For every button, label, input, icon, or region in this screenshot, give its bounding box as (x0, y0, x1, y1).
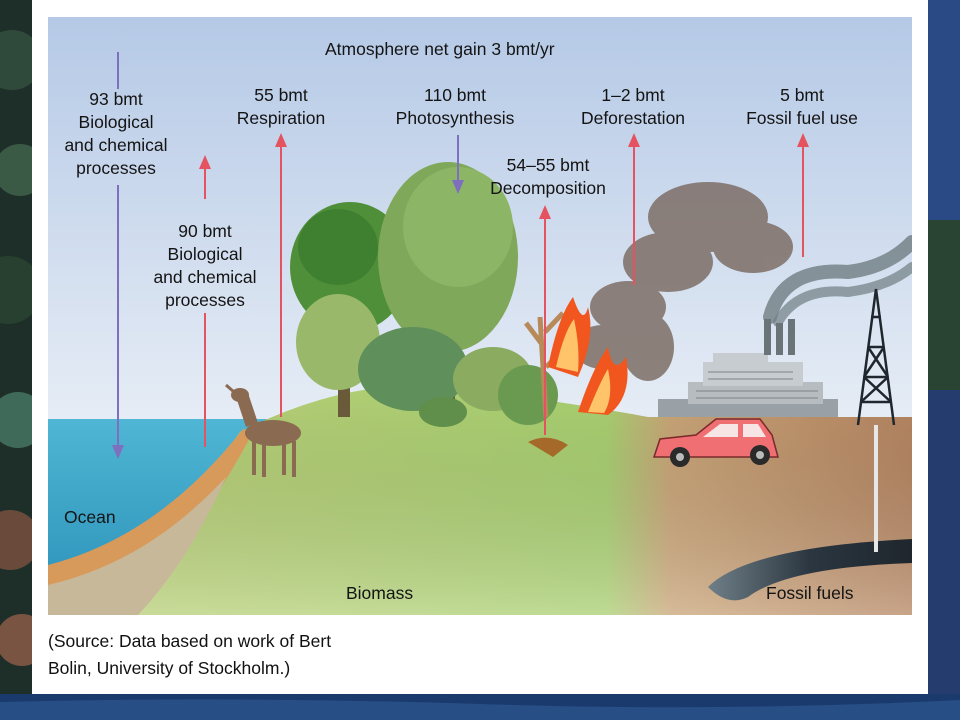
car (652, 418, 779, 467)
carbon-cycle-diagram (48, 17, 912, 615)
fossil-fuel-use-label: 5 bmt Fossil fuel use (746, 85, 858, 128)
factory-smoke (763, 235, 912, 327)
source-line-1: (Source: Data based on work of Bert (48, 631, 332, 651)
atmosphere-label: Atmosphere net gain 3 bmt/yr (325, 39, 555, 59)
oil-derrick (856, 288, 896, 552)
flux-arrows (112, 52, 809, 459)
source-citation: (Source: Data based on work of Bert Boli… (48, 628, 568, 682)
fossil-fuel-layer (708, 539, 912, 601)
ocean-uptake-label: 93 bmt Biological and chemical processes (64, 89, 168, 178)
ocean-sediment (48, 429, 253, 615)
power-plant (658, 319, 838, 417)
fire (548, 297, 628, 415)
deer (225, 383, 301, 477)
fossil-fuels-label: Fossil fuels (766, 583, 854, 603)
decomposition-label: 54–55 bmt Decomposition (490, 155, 606, 198)
biomass-label: Biomass (346, 583, 414, 603)
ocean-uptake-arrowhead (112, 445, 124, 459)
forest (290, 162, 580, 457)
ocean-label: Ocean (64, 507, 116, 527)
photosynthesis-label: 110 bmt Photosynthesis (395, 85, 515, 128)
source-line-2: Bolin, University of Stockholm.) (48, 658, 291, 678)
deforestation-label: 1–2 bmt Deforestation (580, 85, 686, 128)
ocean-release-label: 90 bmt Biological and chemical processes (153, 221, 257, 310)
respiration-label: 55 bmt Respiration (236, 85, 326, 128)
